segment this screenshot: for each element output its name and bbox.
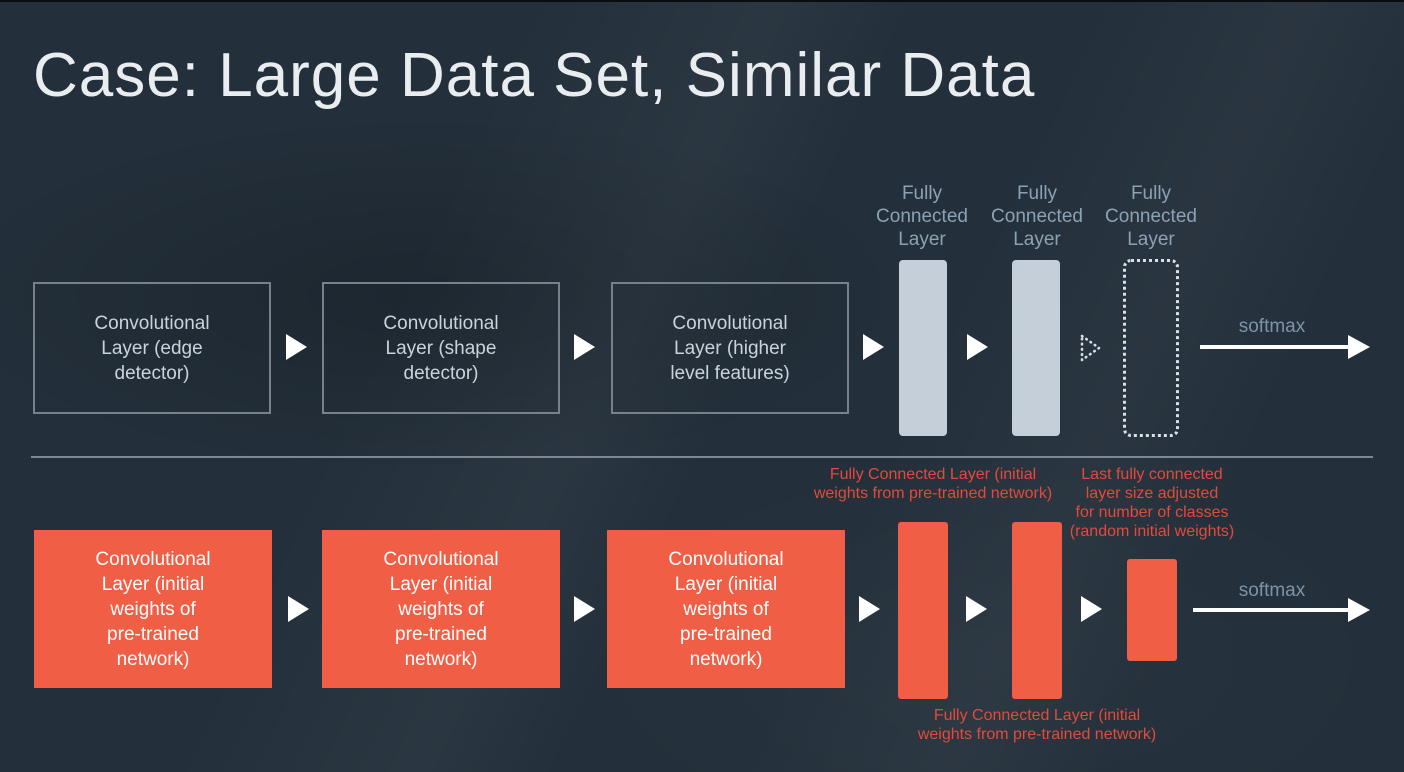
- top-conv-box-1: Convolutional Layer (edge detector): [33, 282, 271, 414]
- bottom-conv-box-3: Convolutional Layer (initial weights of …: [607, 530, 845, 688]
- arrow-right-icon: [574, 334, 595, 360]
- arrow-right-icon: [286, 334, 307, 360]
- softmax-arrow-head-icon: [1348, 598, 1370, 622]
- top-fc-bar-2: [1012, 260, 1060, 436]
- softmax-label-top: softmax: [1238, 316, 1306, 337]
- fc-label-2: Fully Connected Layer: [991, 183, 1083, 250]
- arrow-right-icon: [967, 334, 988, 360]
- bottom-fc-bar-2: [1012, 522, 1062, 699]
- top-fc-bar-1: [899, 260, 947, 436]
- softmax-arrow-line: [1200, 345, 1350, 349]
- top-fc-dotted-box: [1123, 259, 1179, 437]
- arrow-right-icon: [863, 334, 884, 360]
- annotation-fc-initial-weights-top: Fully Connected Layer (initial weights f…: [813, 466, 1053, 502]
- top-conv-box-2: Convolutional Layer (shape detector): [322, 282, 560, 414]
- arrow-right-icon: [966, 596, 987, 622]
- arrow-right-icon: [859, 596, 880, 622]
- page-title: Case: Large Data Set, Similar Data: [33, 41, 1036, 110]
- bottom-fc-bar-1: [898, 522, 948, 699]
- bottom-fc-bar-small: [1127, 559, 1177, 661]
- arrow-right-icon: [574, 596, 595, 622]
- divider-line: [31, 456, 1373, 458]
- bottom-conv-box-2: Convolutional Layer (initial weights of …: [322, 530, 560, 688]
- arrow-right-icon: [1081, 596, 1102, 622]
- softmax-arrow-head-icon: [1348, 335, 1370, 359]
- softmax-label-bottom: softmax: [1238, 580, 1306, 601]
- fc-label-3: Fully Connected Layer: [1105, 183, 1197, 250]
- arrow-right-icon: [288, 596, 309, 622]
- top-conv-box-3: Convolutional Layer (higher level featur…: [611, 282, 849, 414]
- bottom-conv-box-1: Convolutional Layer (initial weights of …: [34, 530, 272, 688]
- fc-label-1: Fully Connected Layer: [876, 183, 968, 250]
- annotation-fc-initial-weights-bottom: Fully Connected Layer (initial weights f…: [917, 707, 1157, 743]
- annotation-last-fc-adjusted: Last fully connected layer size adjusted…: [1069, 466, 1235, 540]
- dotted-arrow-right-icon: [1080, 334, 1101, 362]
- softmax-arrow-line: [1193, 608, 1350, 612]
